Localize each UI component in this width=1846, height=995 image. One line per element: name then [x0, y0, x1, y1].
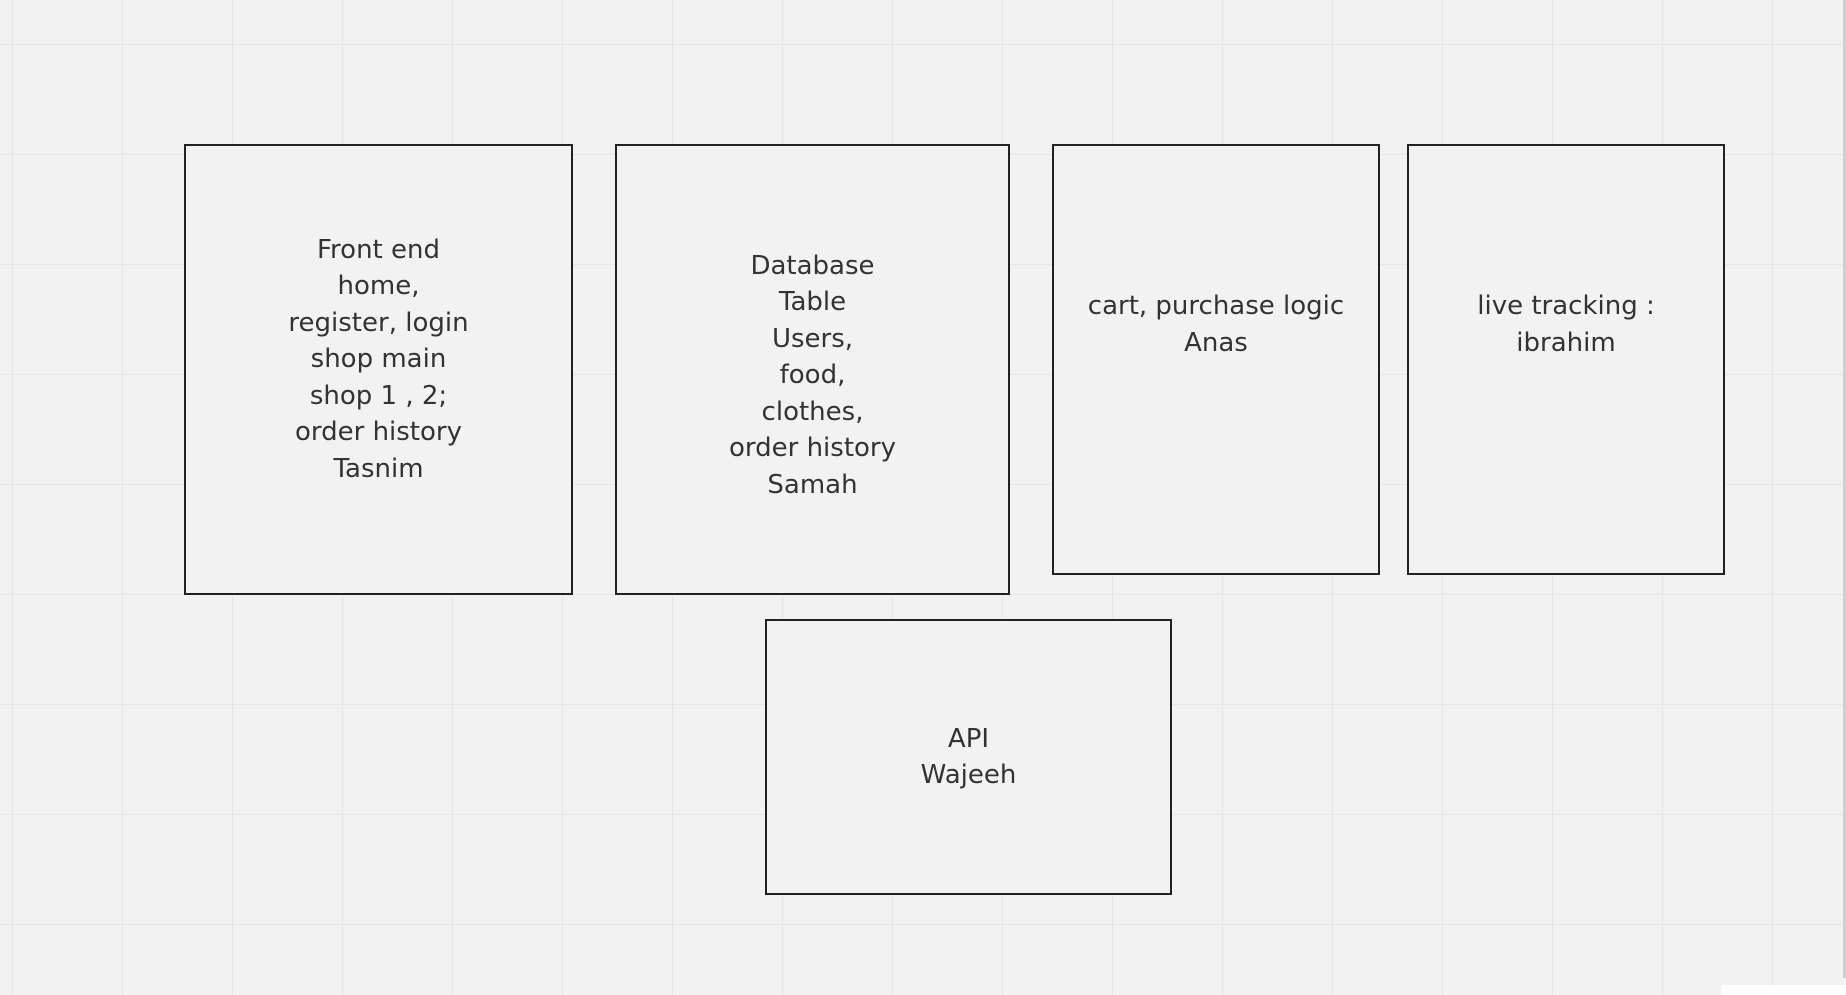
vertical-scrollbar[interactable] [1843, 0, 1846, 978]
database-task-card[interactable]: Database Table Users, food, clothes, ord… [615, 144, 1010, 595]
api-task-text: API Wajeeh [920, 723, 1017, 791]
frontend-task-text: Front end home, register, login shop mai… [288, 234, 469, 484]
api-task-card[interactable]: API Wajeeh [765, 619, 1172, 895]
corner-panel [1721, 985, 1846, 995]
tracking-task-text: live tracking : ibrahim [1477, 291, 1655, 358]
database-task-text: Database Table Users, food, clothes, ord… [728, 250, 897, 500]
cart-task-text: cart, purchase logic Anas [1087, 291, 1345, 358]
frontend-task-card[interactable]: Front end home, register, login shop mai… [184, 144, 573, 595]
tracking-task-card[interactable]: live tracking : ibrahim [1407, 144, 1725, 575]
cart-task-card[interactable]: cart, purchase logic Anas [1052, 144, 1380, 575]
